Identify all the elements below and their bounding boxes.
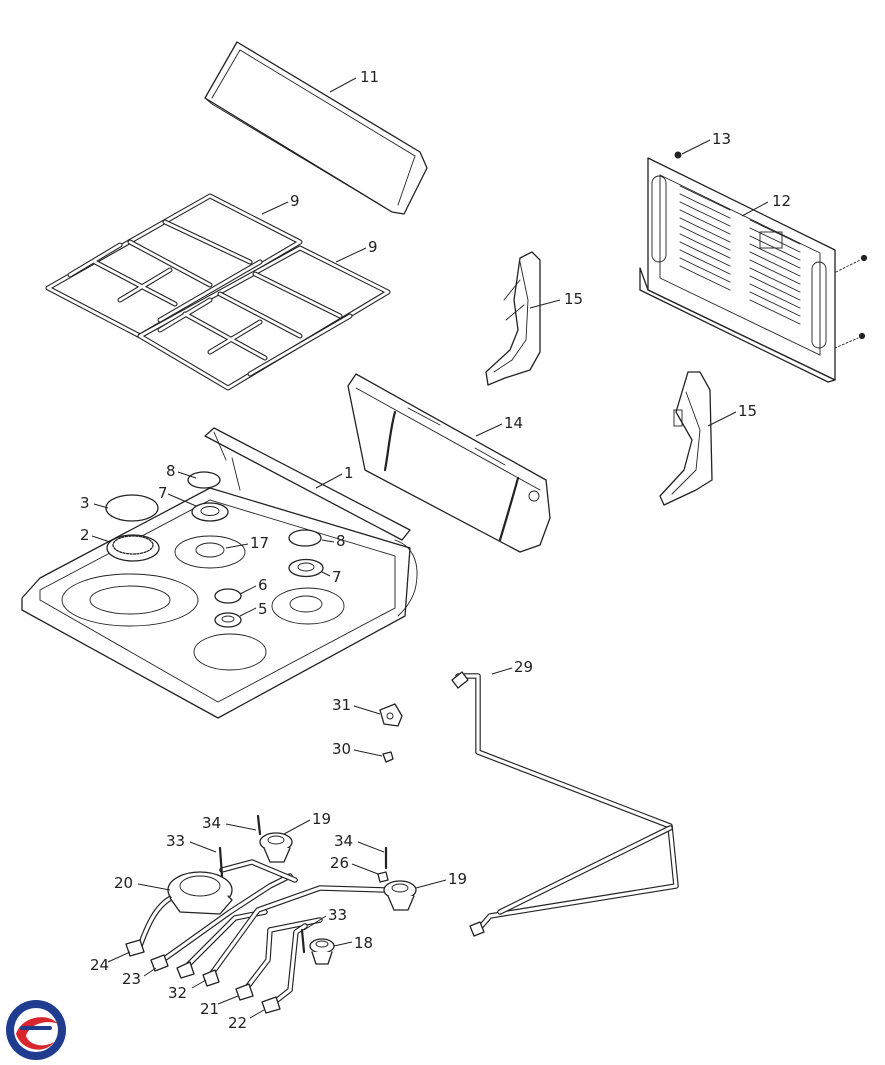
part-12-back-panel: [639, 157, 836, 383]
callout-6: 6: [258, 576, 268, 594]
callout-8-rear: 8: [166, 462, 176, 480]
part-5-burner-small: [214, 612, 242, 628]
vent-slot: [679, 209, 731, 235]
vent-slot: [679, 217, 731, 243]
brand-logo: [6, 1000, 66, 1060]
gas-tubes-lower: [137, 859, 389, 1007]
vent-slot: [749, 267, 801, 293]
part-19-burner-base-lower: [377, 846, 417, 911]
callout-leaders: [91, 77, 769, 1019]
callout-30: 30: [332, 740, 351, 758]
callout-17: 17: [250, 534, 269, 552]
vent-slot: [679, 225, 731, 251]
part-11-panel-cover: [204, 41, 428, 215]
callout-18: 18: [354, 934, 373, 952]
vent-slot: [749, 259, 801, 285]
callout-20: 20: [114, 874, 133, 892]
vent-slot: [749, 227, 801, 253]
callout-5: 5: [258, 600, 268, 618]
callout-7-front: 7: [332, 568, 342, 586]
callout-9-lower: 9: [368, 238, 378, 256]
vent-slot: [749, 243, 801, 269]
callout-22: 22: [228, 1014, 247, 1032]
callout-31: 31: [332, 696, 351, 714]
callout-14: 14: [504, 414, 523, 432]
callout-29: 29: [514, 658, 533, 676]
part-3-cover-disc: [105, 494, 159, 522]
part-8-cap-rear: [187, 471, 221, 489]
callout-labels: 11 9 9 13 12 15 15 14 1 8 7 3 2 17 8 7 6…: [80, 68, 791, 1032]
part-19-burner-base-upper: [256, 814, 293, 863]
callout-24: 24: [90, 956, 109, 974]
vent-slot: [679, 193, 731, 219]
part-14-manifold-panel: [347, 373, 551, 553]
part-20-burner-base-large: [167, 846, 233, 915]
callout-3: 3: [80, 494, 90, 512]
callout-11: 11: [360, 68, 379, 86]
callout-2: 2: [80, 526, 90, 544]
callout-21: 21: [200, 1000, 219, 1018]
part-6-cap-small: [214, 588, 242, 604]
part-15-bracket-upper: [485, 251, 541, 386]
callout-23: 23: [122, 970, 141, 988]
callout-32: 32: [168, 984, 187, 1002]
part-8-cap-front: [288, 529, 322, 547]
callout-8-front: 8: [336, 532, 346, 550]
part-2-burner-cap-large: [106, 534, 160, 562]
callout-9-upper: 9: [290, 192, 300, 210]
callout-15-lower: 15: [738, 402, 757, 420]
part-17-burner-base: [195, 542, 225, 558]
part-7-burner-head-front: [288, 558, 324, 578]
vent-slot: [679, 265, 731, 291]
callout-34-lower: 34: [334, 832, 353, 850]
part-1-cooktop: [21, 427, 418, 719]
callout-12: 12: [772, 192, 791, 210]
part-13-screws: [674, 151, 868, 349]
part-15-bracket-lower: [659, 371, 713, 506]
vent-slot: [679, 241, 731, 267]
vent-slot: [749, 291, 801, 317]
vent-slot: [679, 233, 731, 259]
part-31-valve-clip: [379, 703, 403, 727]
vent-slot: [679, 185, 731, 211]
callout-26: 26: [330, 854, 349, 872]
burner-front-right: [289, 595, 323, 613]
part-9-grate-right: [137, 245, 391, 391]
callout-33-upper: 33: [166, 832, 185, 850]
callout-19-upper: 19: [312, 810, 331, 828]
vent-slot: [749, 251, 801, 277]
fittings: [125, 939, 281, 1014]
callout-1: 1: [344, 464, 354, 482]
callout-13: 13: [712, 130, 731, 148]
callout-7-rear: 7: [158, 484, 168, 502]
callout-34-upper: 34: [202, 814, 221, 832]
part-9-grate-left: [45, 193, 303, 339]
vent-slot: [749, 299, 801, 325]
part-7-burner-head-rear: [191, 502, 229, 522]
vent-slot: [679, 201, 731, 227]
callout-15-upper: 15: [564, 290, 583, 308]
part-29-gas-pipe: [451, 671, 679, 937]
callout-33-lower: 33: [328, 906, 347, 924]
vent-slot: [749, 283, 801, 309]
vent-slot: [679, 257, 731, 283]
vent-slot: [749, 275, 801, 301]
callout-19-lower: 19: [448, 870, 467, 888]
part-30-nut: [382, 751, 394, 763]
part-18-burner-base-small: [300, 928, 335, 965]
vent-slot: [679, 249, 731, 275]
